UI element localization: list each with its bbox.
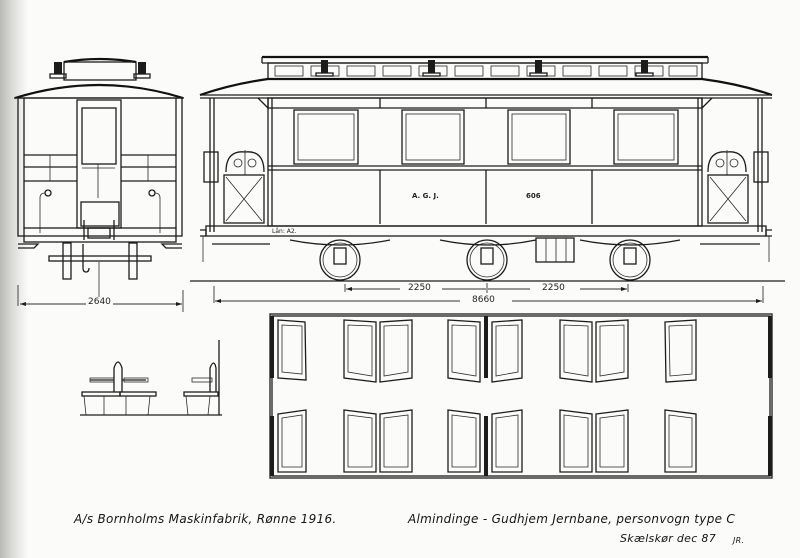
- dimension-end-width: 2640: [86, 297, 113, 307]
- end-elevation-view: [14, 57, 184, 312]
- car-lettering: A. G. J.: [412, 192, 439, 200]
- clerestory-lights: [274, 65, 698, 77]
- dimension-wheelbase-right: 2250: [540, 283, 567, 293]
- builder-caption: A/s Bornholms Maskinfabrik, Rønne 1916.: [74, 512, 337, 526]
- car-number: 606: [526, 192, 541, 200]
- initials-caption: JR.: [733, 536, 745, 545]
- title-caption: Almindinge - Gudhjem Jernbane, personvog…: [408, 512, 736, 526]
- wheels: [319, 239, 651, 281]
- plan-seats-top: [277, 319, 697, 383]
- end-gate-right: [707, 150, 769, 224]
- roof-lamp-tops: [315, 60, 654, 77]
- side-windows: [293, 109, 679, 165]
- plan-seats-bottom: [277, 409, 697, 473]
- scan-edge-shadow: [0, 0, 28, 558]
- underframe-label: Lån: A2.: [272, 228, 297, 235]
- side-elevation-view: [190, 55, 785, 303]
- signature-caption: Skælskør dec 87: [620, 532, 716, 545]
- floor-plan-view: [269, 313, 773, 479]
- seat-section-view: [80, 340, 222, 416]
- end-gate-left: [203, 150, 265, 224]
- dimension-overall-length: 8660: [470, 295, 497, 305]
- dimension-wheelbase-left: 2250: [406, 283, 433, 293]
